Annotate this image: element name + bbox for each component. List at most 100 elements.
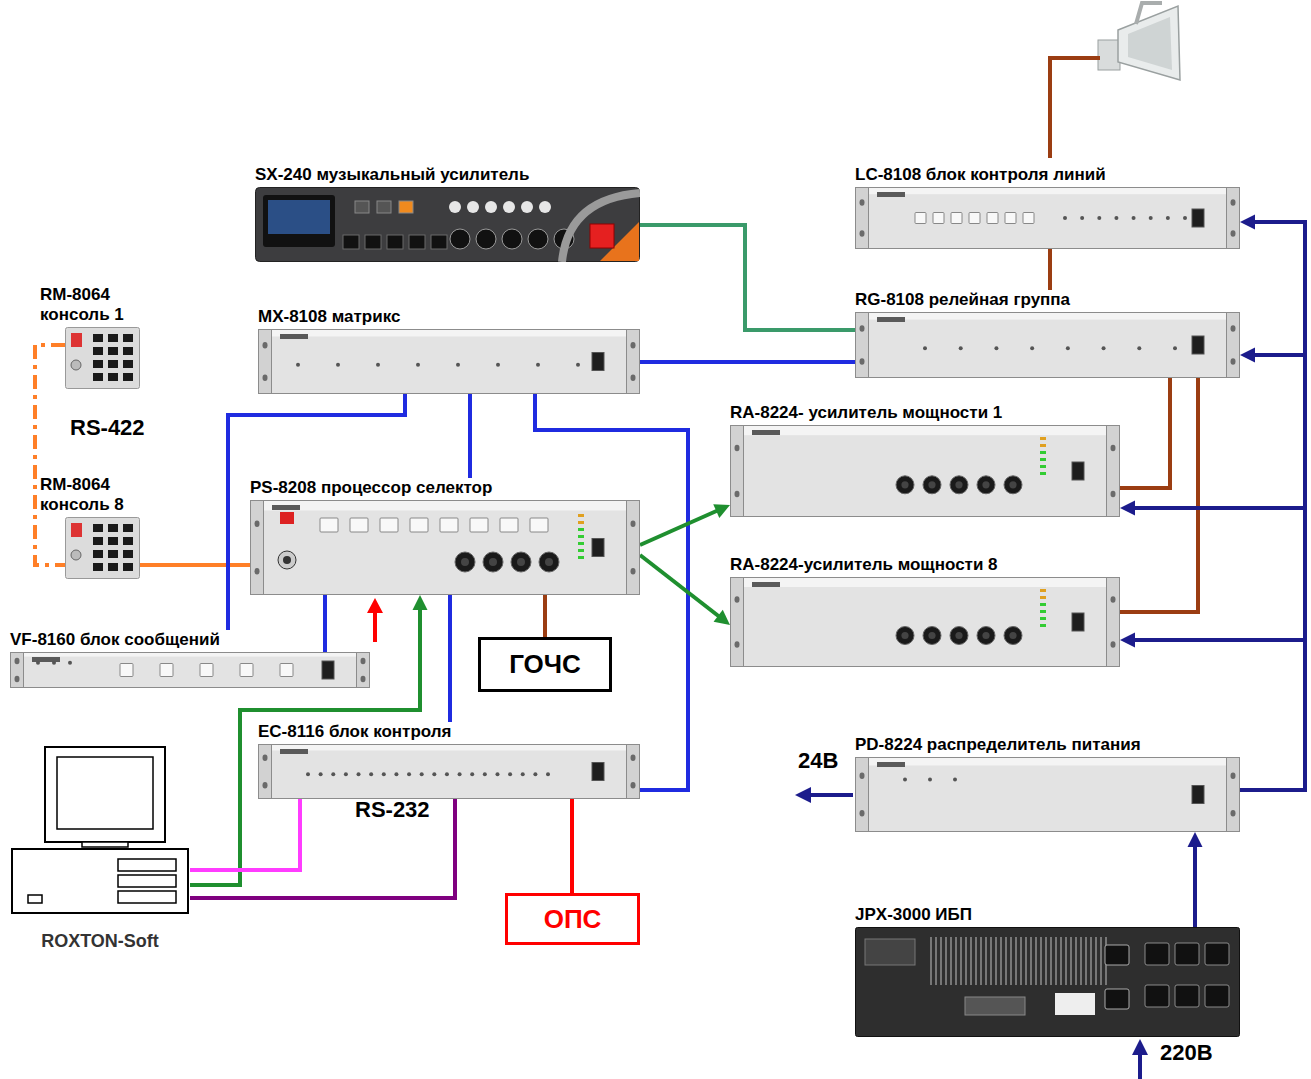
device-label: RG-8108 релейная группа xyxy=(855,290,1240,310)
equipment-unit: RM-8064 консоль 1 xyxy=(40,285,150,389)
panel-button xyxy=(1023,213,1034,224)
signal-connector xyxy=(1188,832,1203,927)
power-switch xyxy=(592,763,604,781)
zone-button xyxy=(93,537,103,545)
device-figure xyxy=(855,312,1240,378)
power-outlet xyxy=(1175,985,1199,1007)
device-drawing xyxy=(730,577,1120,667)
indicator-dot xyxy=(296,363,300,367)
vent-slot xyxy=(1095,937,1097,985)
mount-hole xyxy=(1231,325,1236,331)
device-figure xyxy=(258,744,640,799)
zone-button xyxy=(93,524,103,532)
mount-hole xyxy=(263,375,268,381)
rack-panel xyxy=(11,653,370,688)
mount-hole xyxy=(263,782,268,788)
indicator-dot xyxy=(445,772,449,776)
signal-connector xyxy=(190,799,300,870)
control-knob xyxy=(950,627,968,645)
power-out-arrowhead xyxy=(795,787,811,803)
zone-button xyxy=(93,334,103,342)
signal-connector xyxy=(1120,501,1305,791)
mount-hole xyxy=(1231,773,1236,779)
device-figure xyxy=(255,187,640,262)
rack-ear xyxy=(1227,758,1240,832)
vent-slot xyxy=(980,937,982,985)
connector-line xyxy=(640,510,718,545)
indicator-dot xyxy=(536,363,540,367)
equipment-unit: SX-240 музыкальный усилитель xyxy=(255,165,640,262)
device-figure xyxy=(855,757,1240,832)
mic-socket-core xyxy=(283,556,291,564)
rack-ear xyxy=(856,313,869,378)
system-unit xyxy=(12,849,188,913)
mode-button xyxy=(355,201,369,213)
mount-hole xyxy=(263,755,268,761)
knob-cap xyxy=(1009,632,1016,639)
level-led xyxy=(578,528,584,531)
zone-button xyxy=(123,347,133,355)
mount-hole xyxy=(1231,230,1236,236)
indicator-dot xyxy=(470,772,474,776)
device-drawing xyxy=(730,425,1120,517)
power-outlet xyxy=(1145,943,1169,965)
knob-cap xyxy=(901,481,908,488)
panel-highlight xyxy=(856,758,1239,766)
mount-hole xyxy=(15,658,20,664)
mount-hole xyxy=(255,568,260,574)
device-figure xyxy=(730,425,1120,517)
zone-button xyxy=(108,524,118,532)
connector-line xyxy=(1240,355,1305,790)
vent-slot xyxy=(945,937,947,985)
device-label: RM-8064 консоль 8 xyxy=(40,475,150,515)
rack-panel xyxy=(731,426,1120,517)
volume-knob xyxy=(476,229,496,249)
device-label: LC-8108 блок контроля линий xyxy=(855,165,1240,185)
transport-button xyxy=(343,235,359,249)
indicator-dot xyxy=(1137,346,1141,350)
level-led xyxy=(1040,624,1046,627)
indicator-dot xyxy=(1097,216,1101,220)
indicator-dot xyxy=(382,772,386,776)
indicator-dot xyxy=(1114,216,1118,220)
indicator-dot xyxy=(953,778,957,782)
mount-hole xyxy=(1111,596,1116,602)
transport-button xyxy=(387,235,403,249)
equipment-unit: MX-8108 матрикс xyxy=(258,307,640,394)
level-led xyxy=(1040,617,1046,620)
arrowhead xyxy=(713,504,730,518)
mic-socket xyxy=(71,360,81,370)
power-outlet xyxy=(1175,943,1199,965)
device-drawing xyxy=(10,745,190,915)
control-knob xyxy=(896,627,914,645)
rating-plate xyxy=(1055,993,1095,1015)
mount-hole xyxy=(860,358,865,364)
mount-hole xyxy=(860,199,865,205)
talk-button xyxy=(71,333,82,347)
vent-slot xyxy=(1045,937,1047,985)
indicator-dot xyxy=(420,772,424,776)
connector-line xyxy=(1133,508,1305,790)
vent-slot xyxy=(985,937,987,985)
mount-hole xyxy=(860,810,865,816)
connector-line xyxy=(468,394,472,478)
level-led xyxy=(578,556,584,559)
vent-slot xyxy=(995,937,997,985)
device-figure xyxy=(855,927,1240,1037)
arrowhead xyxy=(1240,348,1255,363)
mount-hole xyxy=(860,230,865,236)
box-label: ОПС xyxy=(544,904,602,935)
device-drawing xyxy=(855,757,1240,832)
arrowhead xyxy=(1188,832,1203,847)
device-drawing xyxy=(855,927,1240,1037)
zone-button xyxy=(500,518,518,532)
vent-slot xyxy=(960,937,962,985)
zone-button xyxy=(93,563,103,571)
ups-port xyxy=(865,939,915,965)
power-out-wire xyxy=(809,793,853,797)
control-knob xyxy=(511,552,531,572)
signal-connector xyxy=(1240,215,1305,791)
vent-slot xyxy=(1080,937,1082,985)
vent-slot xyxy=(1020,937,1022,985)
